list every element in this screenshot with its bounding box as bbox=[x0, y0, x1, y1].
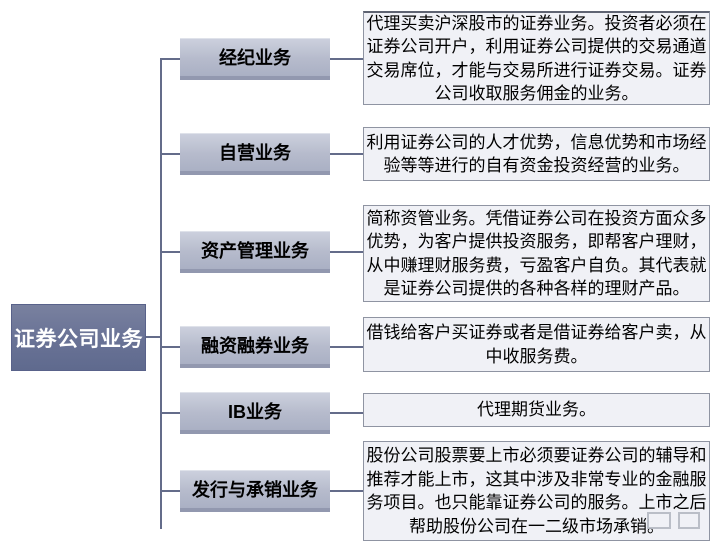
branch-desc-margin-trading: 借钱给客户买证券或者是借证券给客户卖，从中收服务费。 bbox=[363, 317, 710, 372]
root-node-label: 证券公司业务 bbox=[14, 327, 143, 351]
connector-right-stub-2 bbox=[330, 153, 363, 155]
watermark-square-1 bbox=[647, 512, 671, 529]
branch-node-label: 融资融券业务 bbox=[201, 336, 309, 356]
connector-left-stub-2 bbox=[160, 153, 181, 155]
desc-text: 借钱给客户买证券或者是借证券给客户卖，从中收服务费。 bbox=[366, 323, 707, 366]
connector-right-stub-5 bbox=[330, 412, 363, 414]
connector-left-stub-4 bbox=[160, 346, 181, 348]
branch-desc-proprietary: 利用证券公司的人才优势，信息优势和市场经验等等进行的自有资金投资经营的业务。 bbox=[363, 127, 710, 181]
branch-node-label: 资产管理业务 bbox=[201, 241, 309, 261]
connector-right-stub-6 bbox=[330, 490, 363, 492]
connector-left-stub-6 bbox=[160, 490, 181, 492]
branch-desc-ib: 代理期货业务。 bbox=[363, 393, 710, 427]
branch-desc-underwriting: 股份公司股票要上市必须要证券公司的辅导和推荐才能上市，这其中涉及非常专业的金融服… bbox=[363, 441, 710, 541]
desc-text: 代理买卖沪深股市的证券业务。投资者必须在证券公司开户，利用证券公司提供的交易通道… bbox=[366, 13, 707, 104]
branch-node-label: 自营业务 bbox=[219, 143, 291, 163]
connector-right-stub-1 bbox=[330, 58, 363, 60]
branch-node-ib: IB业务 bbox=[180, 392, 330, 434]
branch-node-label: IB业务 bbox=[228, 402, 282, 422]
branch-desc-brokerage: 代理买卖沪深股市的证券业务。投资者必须在证券公司开户，利用证券公司提供的交易通道… bbox=[363, 11, 710, 105]
branch-node-label: 经纪业务 bbox=[219, 48, 291, 68]
connector-left-stub-3 bbox=[160, 251, 181, 253]
branch-node-underwriting: 发行与承销业务 bbox=[180, 470, 330, 512]
branch-node-margin-trading: 融资融券业务 bbox=[180, 326, 330, 368]
branch-node-brokerage: 经纪业务 bbox=[180, 38, 330, 80]
desc-text: 代理期货业务。 bbox=[477, 400, 596, 420]
branch-desc-asset-management: 简称资管业务。凭借证券公司在投资方面众多优势，为客户提供投资服务，即帮客户理财，… bbox=[363, 205, 710, 302]
connector-right-stub-4 bbox=[330, 346, 363, 348]
desc-text: 利用证券公司的人才优势，信息优势和市场经验等等进行的自有资金投资经营的业务。 bbox=[366, 132, 707, 176]
branch-node-label: 发行与承销业务 bbox=[192, 480, 318, 500]
desc-text: 股份公司股票要上市必须要证券公司的辅导和推荐才能上市，这其中涉及非常专业的金融服… bbox=[366, 446, 707, 536]
connector-left-stub-1 bbox=[160, 58, 181, 60]
connector-spine bbox=[160, 58, 162, 529]
branch-node-asset-management: 资产管理业务 bbox=[180, 231, 330, 273]
root-node-box: 证券公司业务 bbox=[11, 304, 146, 371]
watermark-square-2 bbox=[678, 512, 700, 529]
connector-right-stub-3 bbox=[330, 251, 363, 253]
desc-text: 简称资管业务。凭借证券公司在投资方面众多优势，为客户提供投资服务，即帮客户理财，… bbox=[366, 208, 707, 299]
connector-left-stub-5 bbox=[160, 412, 181, 414]
connector-root-stub bbox=[146, 336, 161, 338]
branch-node-proprietary: 自营业务 bbox=[180, 133, 330, 175]
